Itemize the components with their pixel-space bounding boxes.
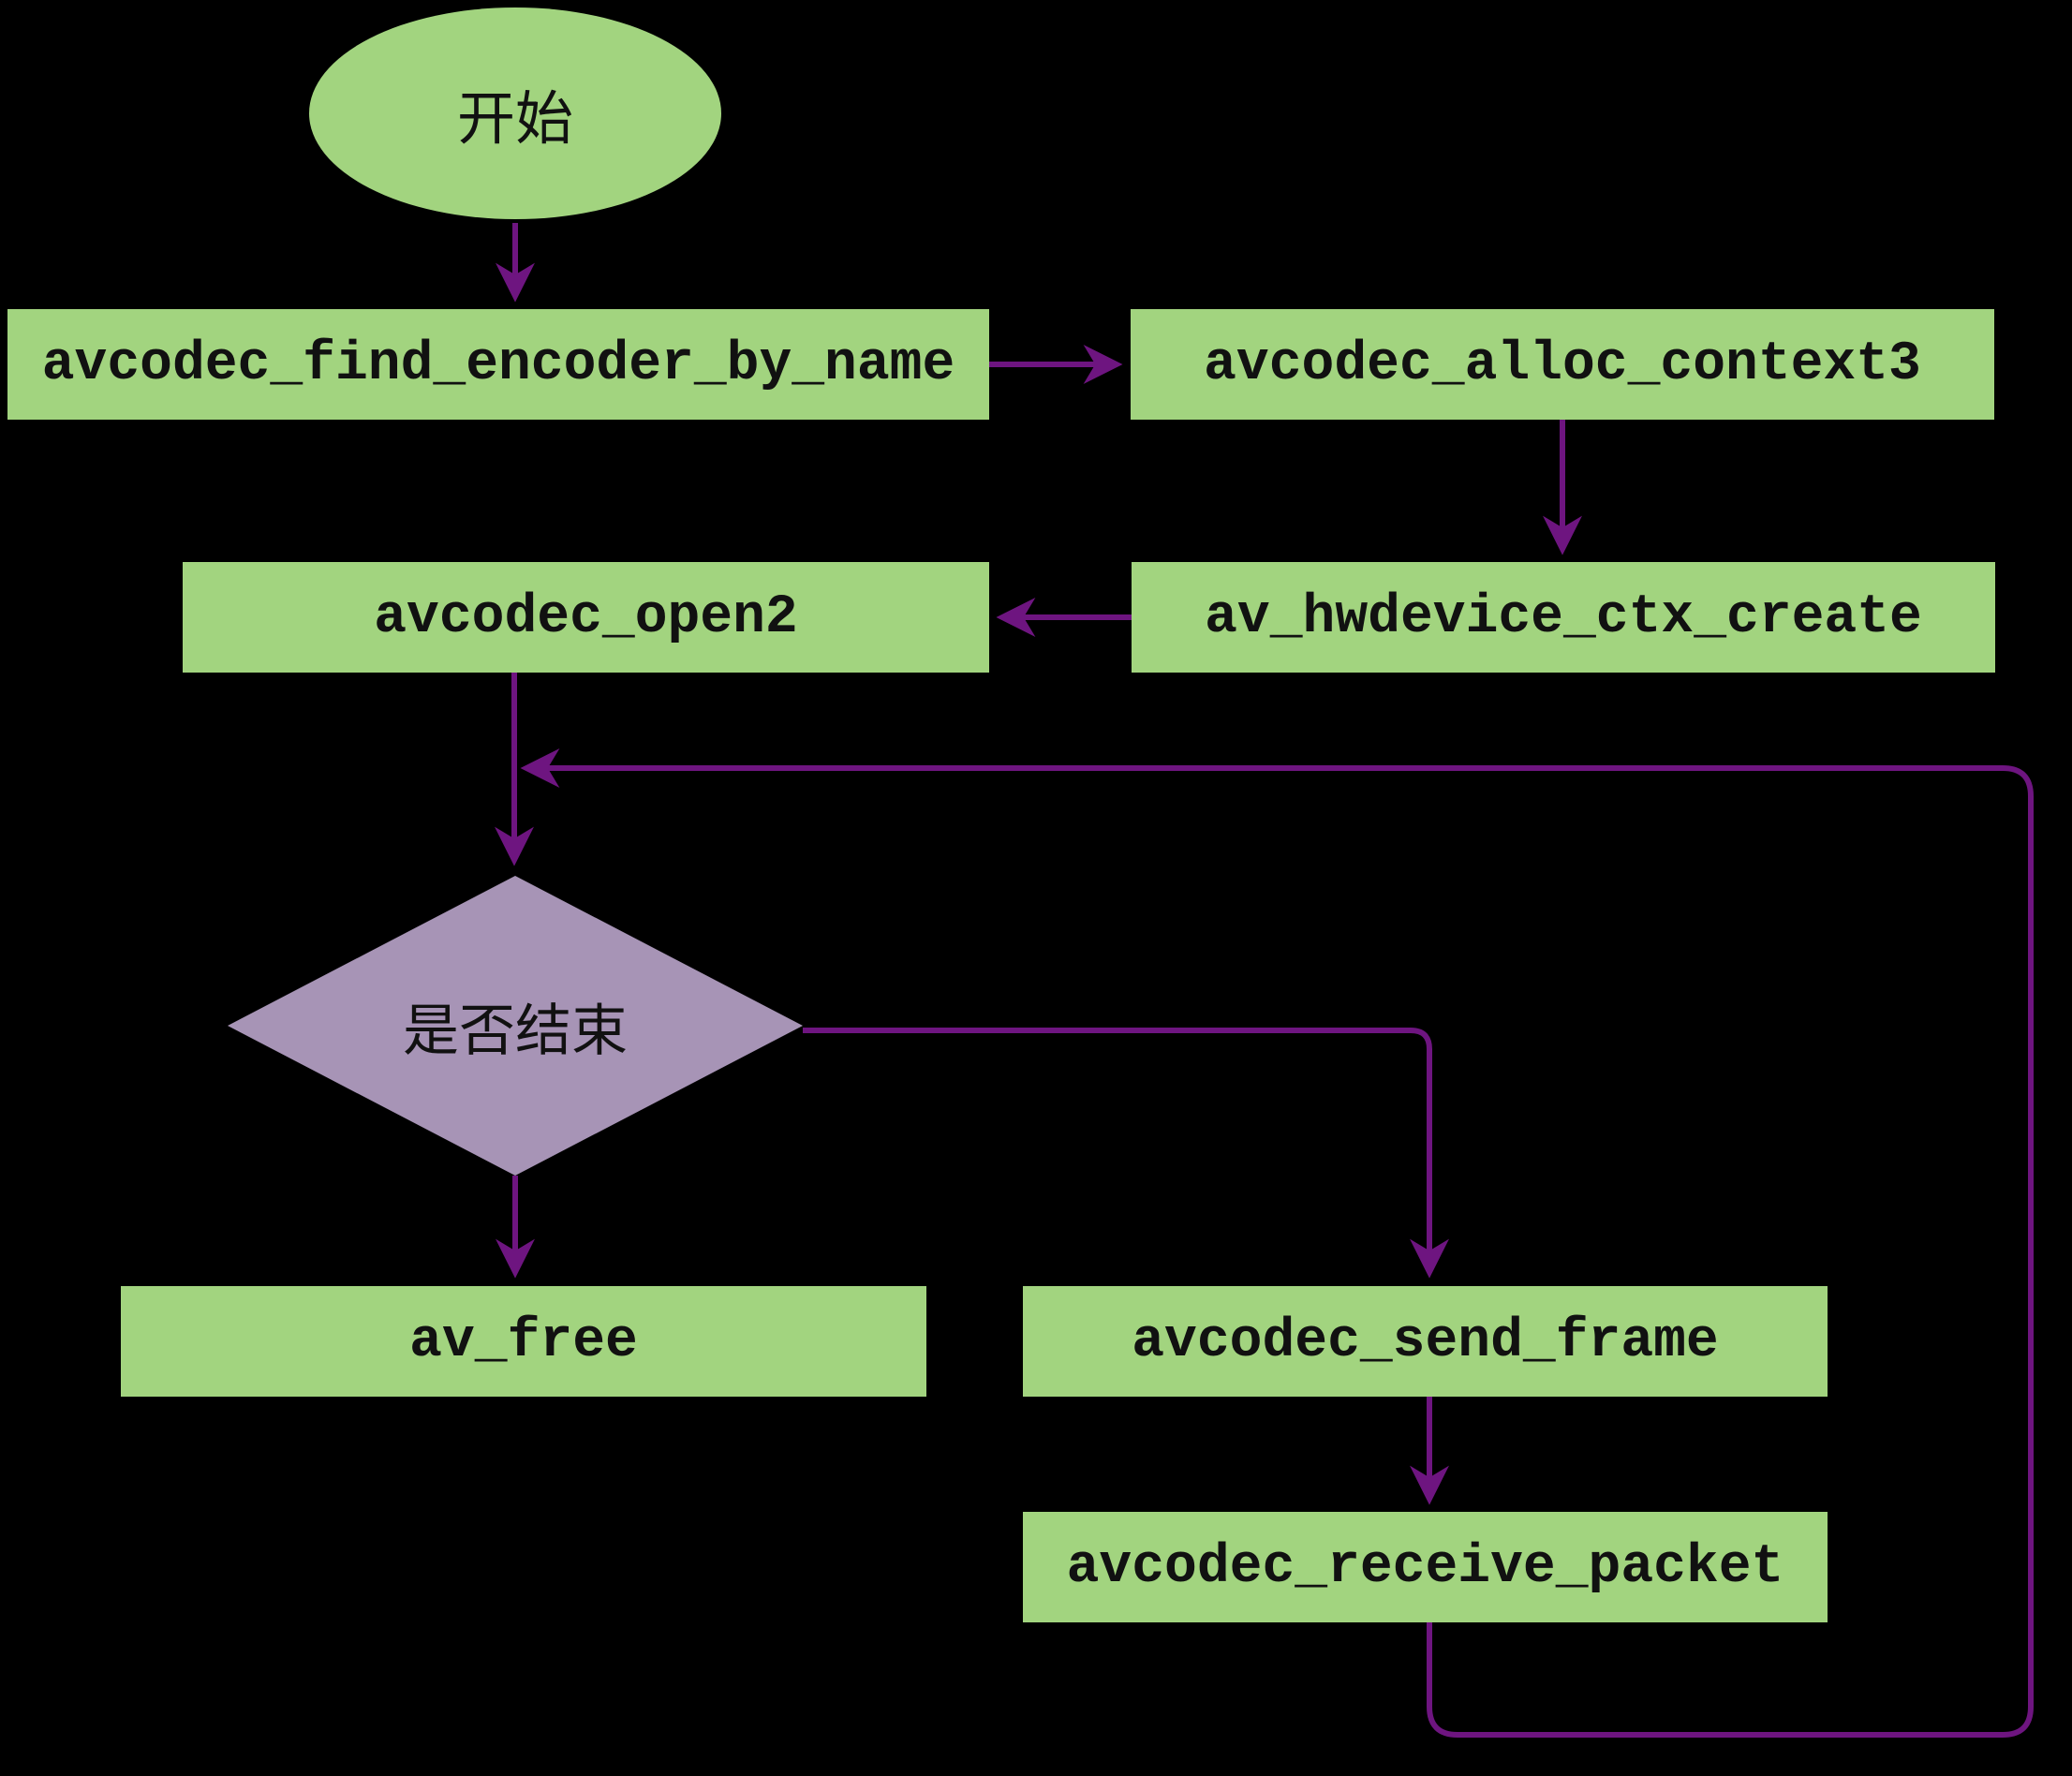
node-start: 开始: [309, 7, 721, 219]
node-avcodec-receive-packet: avcodec_receive_packet: [1023, 1512, 1828, 1622]
node-open2-label: avcodec_open2: [374, 586, 798, 648]
node-avcodec-find-encoder-by-name: avcodec_find_encoder_by_name: [7, 309, 989, 420]
node-find-encoder-label: avcodec_find_encoder_by_name: [41, 333, 955, 395]
node-av-hwdevice-ctx-create: av_hwdevice_ctx_create: [1132, 562, 1995, 673]
node-avcodec-alloc-context3: avcodec_alloc_context3: [1131, 309, 1994, 420]
node-alloc-context-label: avcodec_alloc_context3: [1204, 333, 1921, 395]
edge-decision-to-send-frame: [803, 1028, 1449, 1279]
node-decision-label: 是否结束: [403, 998, 628, 1064]
node-send-frame-label: avcodec_send_frame: [1132, 1310, 1719, 1372]
node-av-free-label: av_free: [409, 1310, 638, 1372]
node-avcodec-send-frame: avcodec_send_frame: [1023, 1286, 1828, 1397]
node-avcodec-open2: avcodec_open2: [183, 562, 989, 673]
node-start-label: 开始: [456, 84, 573, 153]
node-av-free: av_free: [121, 1286, 926, 1397]
node-receive-packet-label: avcodec_receive_packet: [1066, 1536, 1784, 1598]
node-hwdevice-label: av_hwdevice_ctx_create: [1205, 586, 1922, 648]
edge-receive-loop-back: [520, 748, 2034, 1738]
